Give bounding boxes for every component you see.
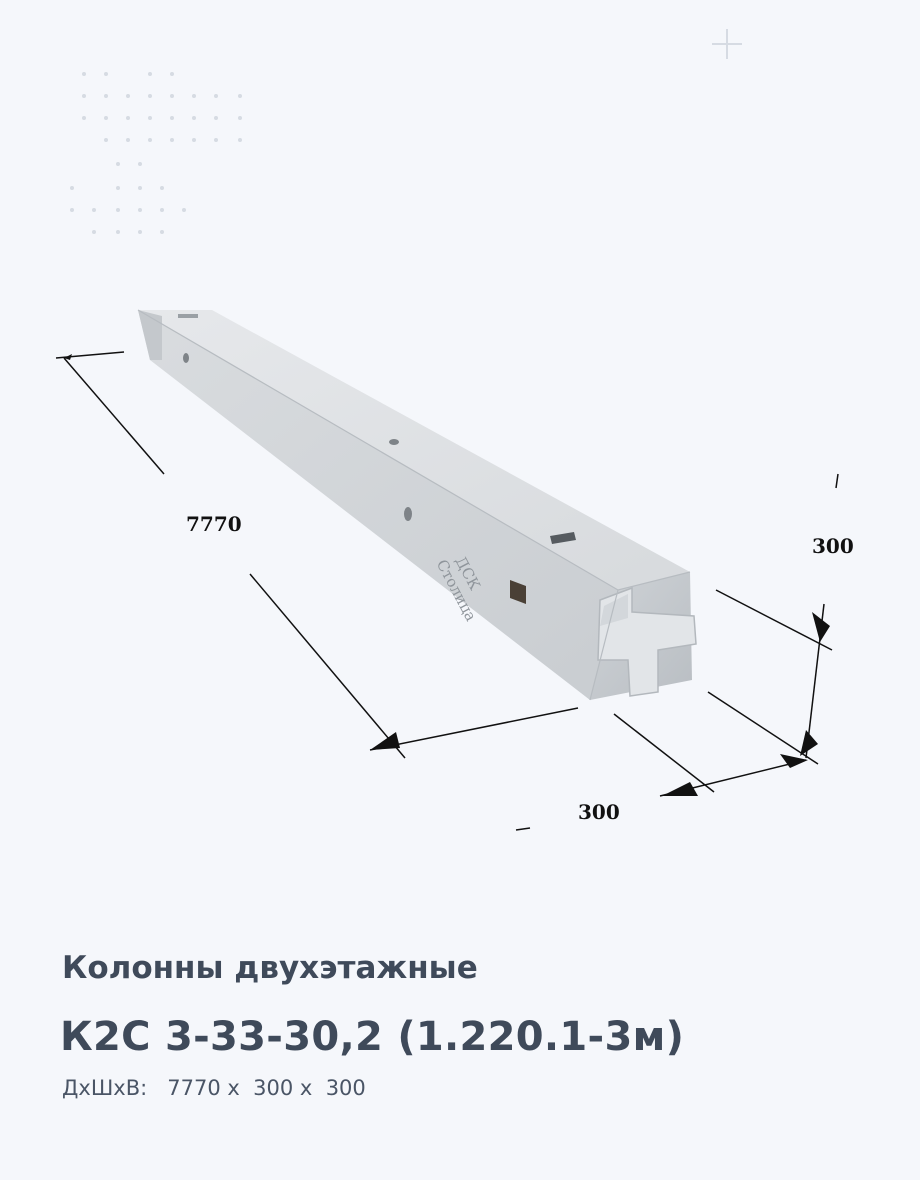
concrete-column [137,309,697,701]
dimension-label-length: 7770 [186,512,242,536]
dimensions-label: ДхШхВ: [62,1076,148,1100]
product-category: Колонны двухэтажные [62,950,478,986]
embedded-plate [550,532,576,544]
product-title: К2С 3-33-30,2 (1.220.1-3м) [60,1014,685,1060]
column-hole [183,353,189,363]
decor-plus-icon [712,29,742,59]
dimensions-value: 7770 x 300 x 300 [167,1076,366,1100]
column-hole [389,439,399,445]
column-illustration: ДСК Столица [55,29,839,831]
product-dimensions: ДхШхВ: 7770 x 300 x 300 [62,1076,366,1100]
column-hole [404,507,412,521]
dimension-label-width: 300 [578,800,620,824]
dimension-label-height: 300 [812,534,854,558]
embedded-plate [510,580,526,604]
decor-dot-grid [70,72,242,234]
dimension-arrows [64,354,830,796]
